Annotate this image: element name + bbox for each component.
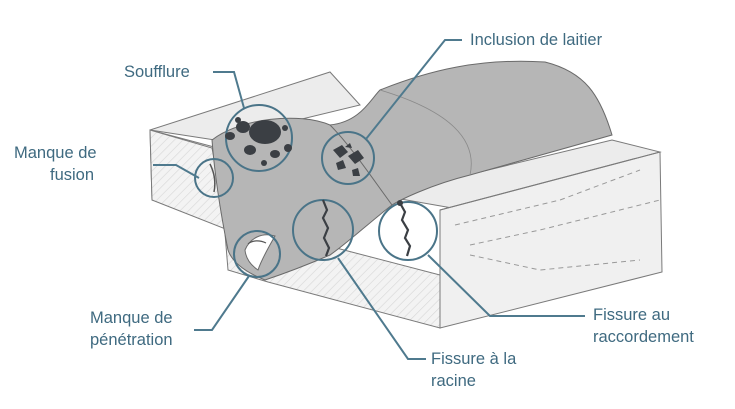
toe-crack-icon [399,202,412,257]
label-manque-fusion: Manque de fusion [14,142,97,186]
lack-of-fusion-icon [209,163,216,193]
callout-soufflure [225,104,293,172]
label-manque-penetration: Manque de pénétration [90,307,173,351]
label-fissure-racine-line1: Fissure à la [431,350,517,368]
label-fissure-racine: Fissure à la racine [431,348,516,392]
label-manque-penetration-line1: Manque de [90,309,173,327]
label-fissure-raccordement-line2: raccordement [593,328,694,346]
callout-fissure-raccordement [378,200,438,261]
leader-inclusion [365,39,462,140]
leader-fissure-racine [337,257,426,360]
label-fissure-raccordement-line1: Fissure au [593,306,671,324]
callout-inclusion-laitier [321,131,375,185]
weld-bead [211,60,613,281]
leader-soufflure [213,71,245,109]
leader-fissure-raccordement [427,254,585,317]
leader-manque-penetration [194,275,250,331]
label-manque-penetration-line2: pénétration [90,331,173,349]
slag-inclusion-icon [333,143,364,176]
label-manque-fusion-line2: fusion [50,166,95,184]
callout-manque-fusion [194,158,234,198]
label-manque-fusion-line1: Manque de [14,144,97,162]
leader-lines [153,39,585,360]
callout-fissure-racine [292,199,354,261]
label-fissure-raccordement: Fissure au raccordement [593,304,694,348]
label-fissure-racine-line2: racine [431,372,476,390]
label-inclusion-laitier: Inclusion de laitier [470,31,603,49]
root-crack-icon [321,199,331,257]
leader-manque-fusion [153,164,200,179]
label-soufflure: Soufflure [124,63,190,81]
porosity-pores-icon [225,117,292,166]
callout-manque-penetration [233,230,281,278]
lack-of-penetration-icon [247,240,267,245]
